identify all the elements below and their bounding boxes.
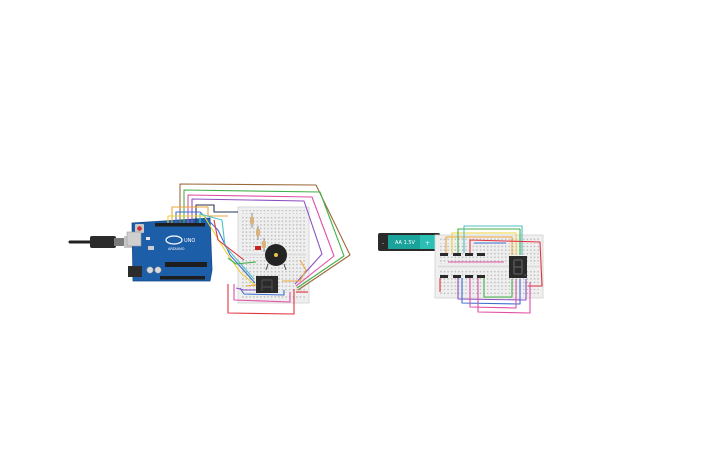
seven-segment-display-right[interactable] <box>509 256 527 278</box>
power-jack-icon <box>128 266 142 277</box>
seven-segment-display-left[interactable] <box>256 276 278 293</box>
analog-header-icon <box>160 276 205 280</box>
atmega-chip-icon <box>165 262 207 267</box>
arduino-model-label: UNO <box>184 238 195 244</box>
digital-header-icon <box>155 223 205 227</box>
piezo-buzzer[interactable] <box>265 244 287 271</box>
usb-cable[interactable] <box>68 236 134 248</box>
led-red[interactable] <box>255 246 261 250</box>
arduino-uno-board[interactable]: UNO ARDUINO <box>126 217 213 282</box>
push-button-3[interactable] <box>465 253 473 278</box>
resistor-3[interactable] <box>262 238 266 252</box>
battery-minus-symbol: - <box>382 240 384 247</box>
push-button-1[interactable] <box>440 253 448 278</box>
push-button-2[interactable] <box>453 253 461 278</box>
usb-port-icon <box>126 231 142 247</box>
breadboard-left[interactable] <box>237 206 310 304</box>
push-button-4[interactable] <box>477 253 485 278</box>
wires-right[interactable] <box>439 225 543 314</box>
battery-aa[interactable]: - AA 1.5V + <box>378 233 440 251</box>
arduino-brand-label: ARDUINO <box>168 247 185 251</box>
battery-label: AA 1.5V <box>395 240 416 246</box>
battery-plus-symbol: + <box>425 240 430 247</box>
resistor-2[interactable] <box>256 226 260 240</box>
arduino-logo-icon <box>165 235 183 245</box>
resistor-1[interactable] <box>250 213 254 228</box>
wires-left[interactable] <box>167 183 351 315</box>
